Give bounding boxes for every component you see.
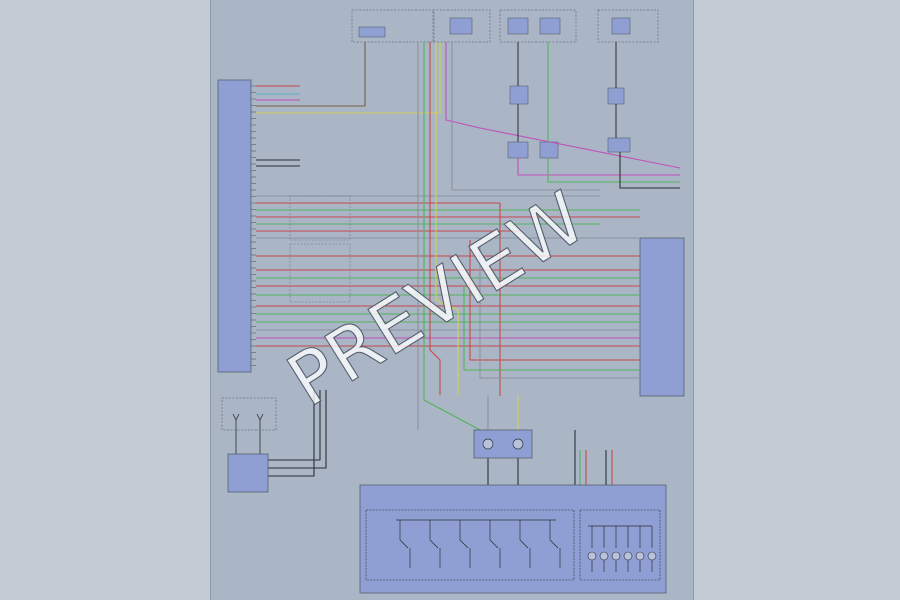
fuse-box-left [351, 9, 435, 43]
switch-assembly-inner-right [579, 509, 661, 581]
indicator-lamp-icon [611, 551, 621, 561]
harness-bracket [289, 195, 351, 241]
receiver-wire [268, 390, 315, 477]
feed-wire [517, 158, 680, 176]
relay-box-right-3 [607, 137, 631, 153]
relay-box-center-2 [507, 141, 529, 159]
wire-harness [235, 42, 681, 510]
power-wire [256, 42, 441, 114]
receiver-wire [268, 390, 327, 469]
intermediate-components [507, 85, 631, 159]
right-module-body [639, 237, 685, 397]
indicator-row [587, 525, 657, 572]
switch-row [396, 519, 561, 568]
preview-watermark: PREVIEW [273, 175, 600, 423]
feed-wire [435, 42, 459, 395]
feed-wire [547, 158, 680, 183]
feed-wire [619, 152, 680, 189]
fuse-box-left-module [358, 26, 386, 38]
switch-contact [429, 539, 439, 549]
fuse-block-right-2 [539, 17, 561, 35]
antenna-receiver-group [221, 397, 277, 493]
indicator-lamp-icon [623, 551, 633, 561]
receiver-module [227, 453, 269, 493]
switch-assembly-frame [359, 484, 667, 594]
indicator-lamp-icon [587, 551, 597, 561]
power-wire [256, 42, 366, 107]
switch-contact [549, 539, 559, 549]
indicator-lamp-icon [635, 551, 645, 561]
fuse-block-center [449, 17, 473, 35]
right-connector-module [639, 237, 685, 397]
harness-bracket [289, 243, 351, 303]
drop-wire [479, 238, 640, 379]
drop-wire [463, 286, 640, 371]
fuse-block-right-1 [507, 17, 529, 35]
antenna-bracket [221, 397, 277, 431]
relay-box-center-1 [509, 85, 529, 105]
fuse-block-far-right [611, 17, 631, 35]
feed-wire [429, 42, 441, 395]
fuse-box-far-right [597, 9, 659, 43]
top-fuse-boxes [351, 9, 659, 43]
left-module-body [217, 79, 252, 373]
fuse-box-right [499, 9, 577, 43]
switch-contact [489, 539, 499, 549]
indicator-lamp-icon [647, 551, 657, 561]
relay-box-right-1 [539, 141, 559, 159]
sensor-icon-right [512, 438, 524, 450]
relay-box-right-2 [607, 87, 625, 105]
left-module-pins [251, 85, 256, 366]
feed-wire [451, 42, 600, 191]
fuse-box-center [432, 9, 491, 43]
left-control-module [217, 79, 256, 373]
antenna-icon-right [256, 413, 264, 430]
center-connector-group [473, 429, 533, 459]
antenna-icon-left [232, 413, 240, 430]
switch-assembly-inner-left [365, 509, 575, 581]
switch-assembly [359, 484, 667, 594]
feed-wire [445, 42, 681, 169]
switch-contact [459, 539, 469, 549]
drop-wire [469, 240, 640, 361]
receiver-wire [268, 390, 321, 461]
switch-contact [399, 539, 409, 549]
feed-wire [423, 42, 481, 431]
indicator-lamp-icon [599, 551, 609, 561]
sensor-icon-left [482, 438, 494, 450]
switch-contact [519, 539, 529, 549]
